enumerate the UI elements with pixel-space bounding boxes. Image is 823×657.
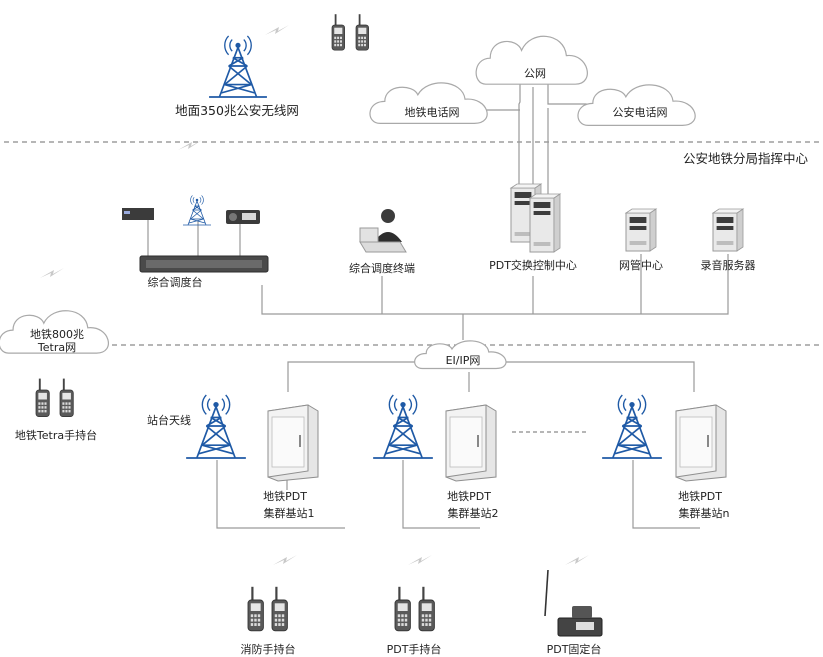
pdt-handset-label: PDT手持台: [386, 643, 442, 656]
fire-handset-label: 消防手持台: [240, 643, 296, 656]
cloud-eip: [414, 340, 507, 370]
walkie-fire-1: [247, 586, 264, 632]
ei-ip-network-label: EI/IP网: [445, 354, 481, 367]
network-box-icon: [122, 208, 154, 220]
signal-pdt: [408, 555, 432, 565]
walkie-tetra-2: [59, 378, 74, 417]
signal-icon: [178, 140, 202, 150]
signal-fire: [273, 555, 297, 565]
public-network-label: 公网: [524, 67, 546, 80]
command-center-label: 公安地铁分局指挥中心: [683, 151, 809, 166]
base-station-n-label-line1: 地铁PDT: [678, 490, 722, 503]
rack-bs2: [445, 404, 497, 482]
cloud-public: [475, 35, 588, 85]
pdt-switch-center-label: PDT交换控制中心: [489, 259, 577, 272]
server-nms: [624, 208, 658, 252]
base-station-1-label-line2: 集群基站1: [263, 507, 315, 520]
tower-bs2: [373, 394, 433, 459]
metro-phone-network-label: 地铁电话网: [404, 106, 460, 119]
tower-console: [183, 195, 211, 226]
cloud-icon: [369, 82, 488, 124]
cloud-icon: [577, 84, 696, 126]
walkie-fire-2: [271, 586, 288, 632]
cloud-police-phone: [577, 84, 696, 126]
link-bsn-drop: [632, 460, 700, 529]
pdt-fixed-station-label: PDT固定台: [546, 643, 602, 656]
base-station-1-label-line1: 地铁PDT: [263, 490, 307, 503]
ground-network-label: 地面350兆公安无线网: [175, 103, 299, 118]
signal-separator: [178, 140, 202, 150]
link-bs1-drop: [216, 460, 345, 529]
metro-tetra-handset-label: 地铁Tetra手持台: [14, 429, 98, 442]
fixed-radio-icon-bottom: [544, 569, 603, 637]
tower-bs1: [186, 394, 246, 459]
dispatch-console-unit: [139, 255, 269, 273]
cloud-icon: [475, 35, 588, 85]
signal-icon: [408, 555, 432, 565]
signal-ground: [265, 25, 289, 35]
link-eip-left: [287, 361, 432, 392]
signal-icon: [265, 25, 289, 35]
signal-icon: [40, 268, 64, 278]
base-station-2-label-line2: 集群基站2: [447, 507, 499, 520]
walkie-tetra-1: [35, 378, 50, 417]
walkie-ground-2: [355, 14, 369, 51]
operator-icon: [359, 209, 407, 253]
tetra-network-label-line2: Tetra网: [37, 341, 77, 354]
link-metro-phone: [518, 80, 521, 197]
integrated-dispatch-terminal-label: 综合调度终端: [349, 262, 415, 275]
tower-ground: [209, 35, 267, 98]
tetra-network-label-line1: 地铁800兆: [30, 328, 84, 341]
cloud-metro-phone: [369, 82, 488, 124]
signal-tetra: [40, 268, 64, 278]
police-phone-network-label: 公安电话网: [612, 106, 668, 119]
base-station-2-label-line1: 地铁PDT: [447, 490, 491, 503]
server-pdt-b: [528, 193, 562, 253]
link-eip-right: [494, 361, 695, 392]
link-bs2-drop: [402, 460, 480, 529]
integrated-dispatch-console-label: 综合调度台: [147, 276, 203, 289]
tower-bsn: [602, 394, 662, 459]
cloud-tetra: [0, 310, 109, 354]
bus-main: [261, 254, 729, 315]
server-recording: [711, 208, 745, 252]
walkie-pdt-1: [394, 586, 411, 632]
signal-icon: [565, 555, 589, 565]
rack-bsn: [675, 404, 727, 482]
fixed-radio-icon: [226, 210, 260, 224]
cloud-icon: [0, 310, 109, 354]
recording-server-label: 录音服务器: [700, 259, 756, 272]
nms-center-label: 网管中心: [619, 259, 663, 272]
station-antenna-label: 站台天线: [147, 414, 191, 427]
walkie-pdt-2: [418, 586, 435, 632]
signal-fixed: [565, 555, 589, 565]
base-station-n-label-line2: 集群基站n: [678, 507, 730, 520]
walkie-ground-1: [331, 14, 345, 51]
rack-bs1: [267, 404, 319, 482]
cloud-icon: [414, 340, 507, 370]
signal-icon: [273, 555, 297, 565]
